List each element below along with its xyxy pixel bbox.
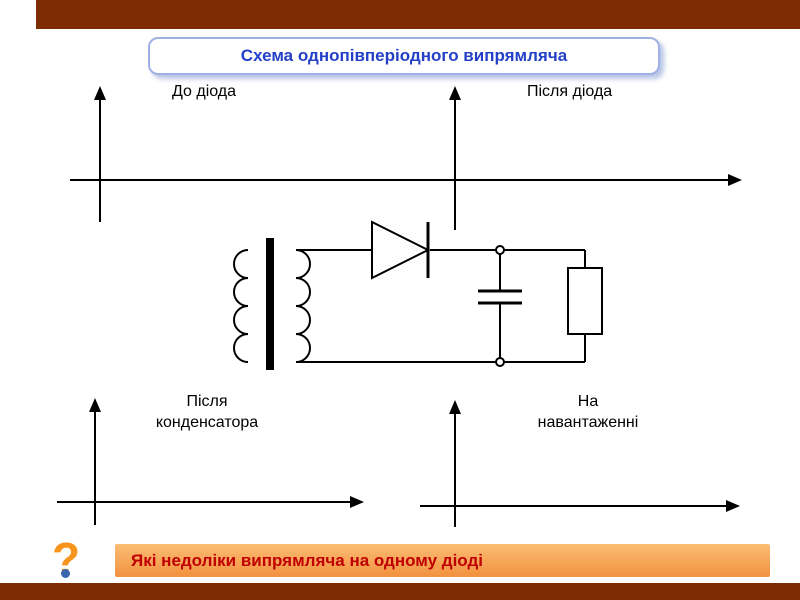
axis-arrow-right [350,496,364,508]
transformer-primary-coil [233,249,249,363]
title-box: Схема однопівперіодного випрямляча [148,37,660,75]
label-line: Після [186,393,228,410]
label-before-diode: До діода [172,83,237,100]
slide-title: Схема однопівперіодного випрямляча [240,46,568,65]
axis-arrow-up [449,400,461,414]
transformer-core [266,238,274,370]
axis-arrow-right [726,500,740,512]
transformer-secondary-coil [295,249,311,363]
load-resistor [567,267,603,335]
junction-dot-top [495,245,505,255]
question-mark-icon: ? [52,536,82,586]
label-line: На [577,393,599,410]
bottom-bar [0,583,800,600]
top-bar [36,0,800,29]
rectifier-circuit [233,220,603,370]
question-banner: Які недоліки випрямляча на одному діоді [115,544,770,577]
waveform-axes [57,86,742,527]
label-after-diode: Після діода [527,83,613,100]
axis-arrow-right [728,174,742,186]
label-on-load: На навантаженні [518,391,658,433]
axis-arrow-up [449,86,461,100]
label-line: навантаженні [537,414,639,431]
axis-arrow-up [94,86,106,100]
label-line: конденсатора [155,414,259,431]
axis-arrow-up [89,398,101,412]
diode-triangle [371,220,431,280]
question-mark-dot [61,569,70,578]
junction-dot-bottom [495,357,505,367]
question-text: Які недоліки випрямляча на одному діоді [131,550,483,570]
label-after-capacitor: Після конденсатора [138,391,276,433]
